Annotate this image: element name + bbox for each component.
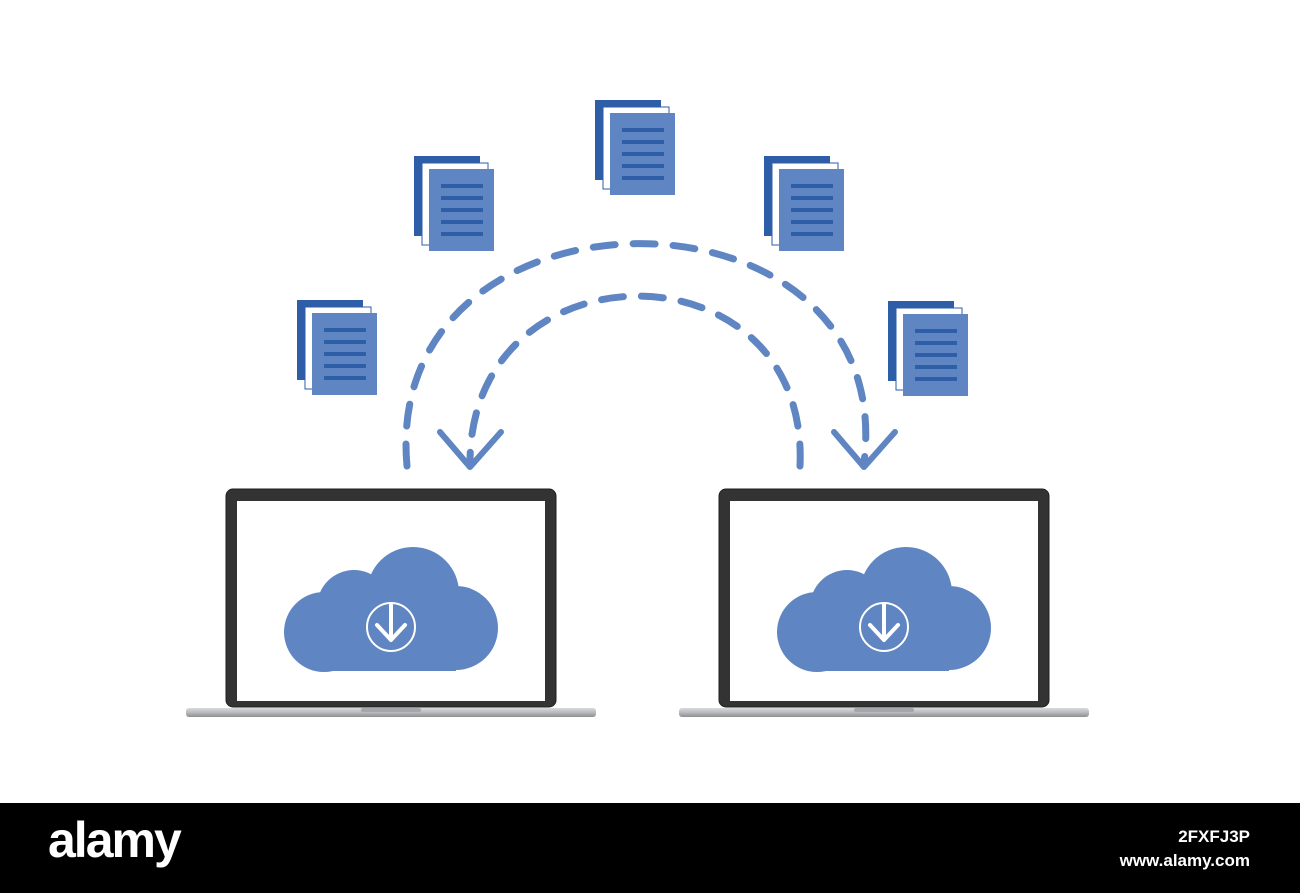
document-stack-icon-1 (296, 299, 378, 396)
image-id: 2FXFJ3P (1178, 827, 1250, 846)
document-stack-icon-5 (887, 300, 969, 397)
document-stack-icon-3 (594, 99, 676, 196)
watermark-bar: alamy 2FXFJ3P www.alamy.com (0, 803, 1300, 893)
site-url-link[interactable]: www.alamy.com (1119, 851, 1250, 870)
outer-transfer-arrow (402, 240, 870, 470)
inner-transfer-arrow (466, 292, 804, 470)
document-stack-icon-2 (413, 155, 495, 252)
inner-transfer-arrowhead (437, 429, 504, 470)
document-stack-icon-4 (763, 155, 845, 252)
laptop-left-icon (184, 487, 598, 719)
alamy-logo[interactable]: alamy (48, 812, 182, 868)
file-transfer-diagram (184, 99, 1091, 719)
laptop-right-icon (677, 487, 1091, 719)
outer-transfer-arrowhead (831, 429, 898, 470)
